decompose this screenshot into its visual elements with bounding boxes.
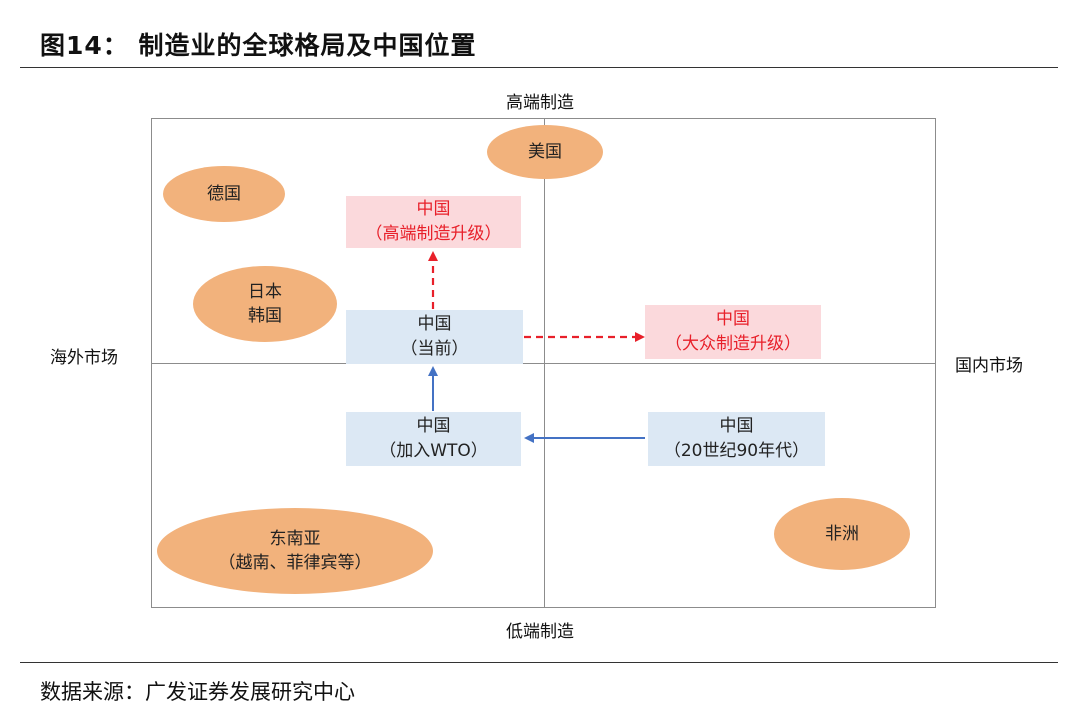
region-africa: 非洲 — [774, 498, 910, 570]
bottom-divider — [20, 662, 1058, 663]
china-nineties-box: 中国 （20世纪90年代） — [648, 412, 825, 466]
source-note: 数据来源：广发证券发展研究中心 — [40, 680, 355, 704]
axis-label-bottom: 低端制造 — [506, 622, 574, 642]
axis-label-top: 高端制造 — [506, 93, 574, 113]
region-sea-label: 东南亚 — [269, 529, 321, 549]
china-wto-box: 中国 （加入WTO） — [346, 412, 521, 466]
china-current-box: 中国 （当前） — [346, 310, 523, 364]
china-current-subtitle: （当前） — [400, 339, 469, 359]
china-current-title: 中国 — [417, 314, 452, 334]
top-divider — [20, 67, 1058, 68]
region-germany-label: 德国 — [207, 184, 241, 204]
china-wto-subtitle: （加入WTO） — [379, 441, 488, 461]
axis-label-left: 海外市场 — [50, 348, 118, 368]
china-high-end-subtitle: （高端制造升级） — [365, 224, 502, 244]
region-japan-label: 日本 — [248, 282, 282, 302]
axis-label-right: 国内市场 — [955, 356, 1023, 376]
region-usa-label: 美国 — [528, 142, 562, 162]
region-japan-korea: 日本 韩国 — [193, 266, 337, 342]
china-high-end-title: 中国 — [416, 199, 451, 219]
region-korea-label: 韩国 — [248, 306, 282, 326]
region-usa: 美国 — [487, 125, 603, 179]
china-high-end-upgrade-box: 中国 （高端制造升级） — [346, 196, 521, 248]
china-mass-upgrade-box: 中国 （大众制造升级） — [645, 305, 821, 359]
region-southeast-asia: 东南亚 （越南、菲律宾等） — [157, 508, 433, 594]
china-nineties-title: 中国 — [719, 416, 754, 436]
china-wto-title: 中国 — [416, 416, 451, 436]
region-africa-label: 非洲 — [825, 524, 859, 544]
region-germany: 德国 — [163, 166, 285, 222]
region-sea-sublabel: （越南、菲律宾等） — [218, 553, 372, 573]
figure-title: 图14： 制造业的全球格局及中国位置 — [40, 31, 477, 60]
china-mass-upgrade-title: 中国 — [716, 309, 750, 329]
china-nineties-subtitle: （20世纪90年代） — [663, 441, 810, 461]
china-mass-upgrade-subtitle: （大众制造升级） — [665, 334, 801, 354]
horizontal-axis — [151, 363, 936, 364]
